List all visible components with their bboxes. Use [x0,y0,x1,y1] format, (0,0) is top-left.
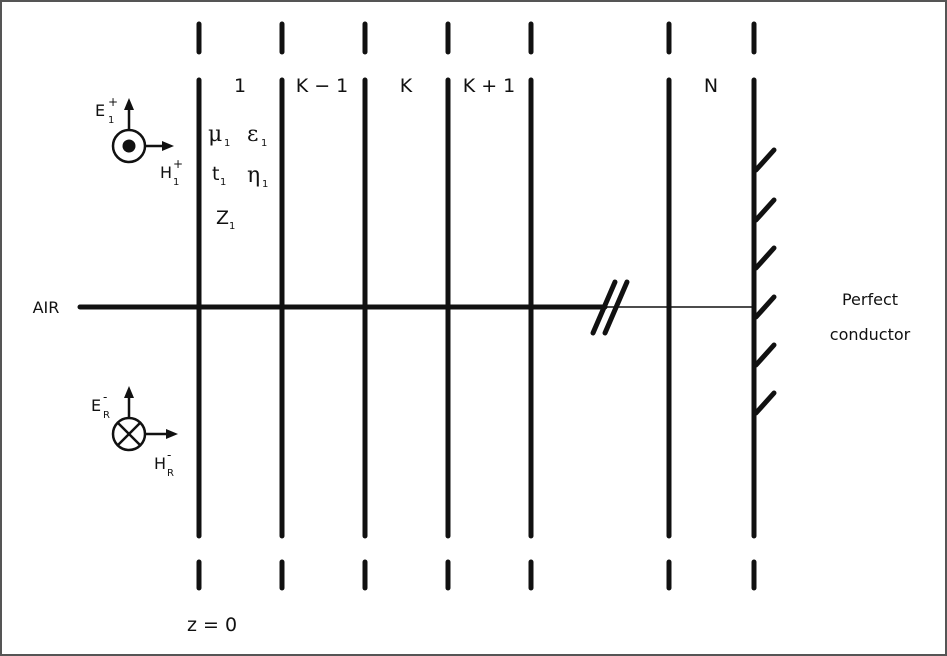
bottom-dashes [196,559,757,591]
incident-field-symbol: E + 1 H + 1 [95,95,183,188]
hatch [753,147,777,173]
mu-subscript: 1 [224,138,230,149]
air-label: AIR [33,298,60,317]
e-incident-sub: 1 [108,115,114,126]
layer-label-k-plus-1: K + 1 [463,75,516,97]
break-slash [602,279,630,336]
hatch [753,294,777,320]
e-reflected-sup: - [103,390,107,404]
h-reflected-sup: - [167,448,171,462]
e-reflected-label: E [91,396,101,415]
e-incident-sup: + [108,95,118,109]
layer-label-n: N [704,75,718,97]
h-reflected-sub: R [167,468,174,479]
e-reflected-arrowhead [124,386,134,398]
layer-label-k-minus-1: K − 1 [296,75,349,97]
conductor-label-line1: Perfect [842,290,898,309]
hatch [753,197,777,223]
e-reflected-sub: R [103,410,110,421]
out-of-page-dot [122,139,136,153]
mu-symbol: μ [208,122,222,147]
hatch [753,390,777,416]
t-symbol: t [212,163,219,185]
h-incident-label: H [160,163,172,182]
layer-label-k: K [400,75,413,97]
into-page-cross [117,422,141,446]
eta-symbol: η [247,163,260,188]
z-symbol: Z [216,207,229,229]
hatch [753,342,777,368]
layer1-parameters: μ 1 ε 1 t 1 η 1 Z 1 [208,122,268,232]
t-subscript: 1 [220,177,226,188]
h-reflected-arrowhead [166,429,178,439]
h-incident-sup: + [173,157,183,171]
eta-subscript: 1 [262,179,268,190]
axis-break-mark [590,279,630,336]
break-slash [590,279,618,336]
h-incident-sub: 1 [173,177,179,188]
h-field-arrowhead [162,141,174,151]
epsilon-subscript: 1 [261,138,267,149]
layer-label-1: 1 [234,75,246,97]
h-reflected-label: H [154,454,166,473]
origin-label: z = 0 [187,614,237,636]
reflected-field-symbol: E - R H - R [91,386,178,479]
conductor-hatching [753,147,777,416]
epsilon-symbol: ε [247,122,258,147]
z-subscript: 1 [229,221,235,232]
conductor-label-line2: conductor [830,325,911,344]
e-incident-label: E [95,101,105,120]
top-dashes [196,21,757,55]
hatch [753,245,777,271]
e-field-arrowhead [124,98,134,110]
